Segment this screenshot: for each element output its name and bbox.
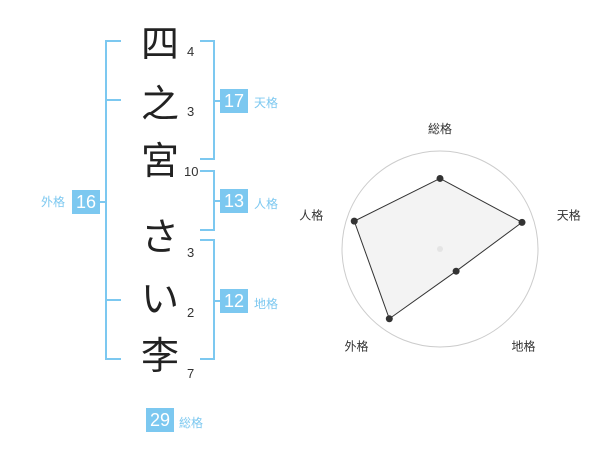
radar-point-5 xyxy=(350,217,358,225)
stroke-count-1: 4 xyxy=(187,44,195,59)
name-char-3: 宮 xyxy=(140,139,179,183)
radar-point-4 xyxy=(385,315,393,323)
radar-axis-label-4: 外格 xyxy=(345,338,369,353)
soukaku-badge: 29 xyxy=(146,408,174,432)
stroke-count-6: 7 xyxy=(187,366,195,381)
stroke-count-3: 10 xyxy=(184,164,199,179)
chikaku-bracket xyxy=(200,239,215,360)
chikaku-label: 地格 xyxy=(254,297,279,311)
name-char-2: 之 xyxy=(140,82,179,126)
gaikaku-connector xyxy=(99,201,107,203)
radar-axis-label-3: 地格 xyxy=(511,338,535,353)
soukaku-label: 総格 xyxy=(179,416,204,430)
name-char-5: い xyxy=(140,277,179,321)
radar-polygon xyxy=(353,177,523,320)
radar-axis-label-2: 天格 xyxy=(557,208,581,223)
tenkaku-badge: 17 xyxy=(220,89,248,113)
gaikaku-bracket xyxy=(105,40,121,360)
gaikaku-tick-bottom xyxy=(105,299,121,301)
tenkaku-connector xyxy=(213,100,221,102)
jinkaku-badge: 13 xyxy=(220,189,248,213)
radar-point-2 xyxy=(518,218,526,226)
stroke-count-2: 3 xyxy=(187,104,195,119)
radar-axis-label-1: 総格 xyxy=(428,121,452,136)
chikaku-badge: 12 xyxy=(220,289,248,313)
stroke-count-4: 3 xyxy=(187,245,195,260)
name-char-6: 李 xyxy=(140,334,179,378)
jinkaku-label: 人格 xyxy=(254,197,279,211)
radar-axis-label-5: 人格 xyxy=(299,208,323,223)
gaikaku-badge: 16 xyxy=(72,190,100,214)
gaikaku-tick-top xyxy=(105,99,121,101)
radar-point-1 xyxy=(436,174,444,182)
stroke-count-5: 2 xyxy=(187,305,195,320)
radar-point-3 xyxy=(452,267,460,275)
tenkaku-label: 天格 xyxy=(254,96,279,110)
name-char-4: さ xyxy=(140,215,179,259)
chikaku-connector xyxy=(213,300,221,302)
jinkaku-connector xyxy=(213,200,221,202)
name-char-1: 四 xyxy=(140,22,179,66)
gaikaku-label: 外格 xyxy=(41,195,66,209)
